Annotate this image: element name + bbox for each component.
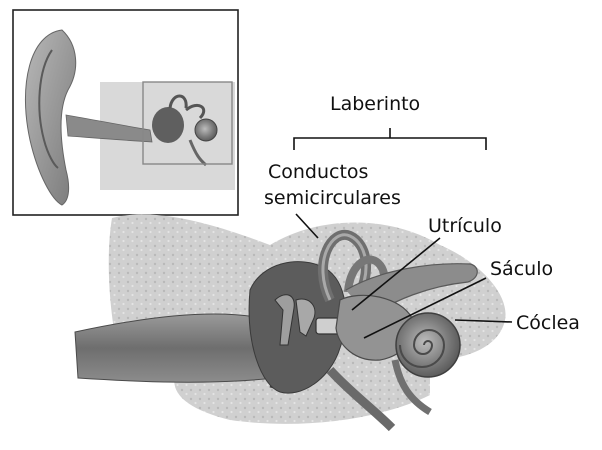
cochlea: [396, 313, 460, 377]
label-conductos-line1: Conductos: [268, 161, 368, 183]
label-saculo: Sáculo: [490, 258, 553, 280]
inset-overview: [13, 10, 238, 215]
ear-canal: [75, 314, 275, 382]
laberinto-bracket: [294, 128, 486, 150]
label-laberinto: Laberinto: [330, 93, 420, 115]
main-cross-section: [75, 214, 506, 428]
inset-cochlea: [195, 119, 217, 141]
label-conductos-line2: semicirculares: [264, 187, 401, 209]
inset-middle-ear: [152, 107, 184, 143]
label-coclea: Cóclea: [516, 312, 580, 334]
label-utriculo: Utrículo: [428, 215, 502, 237]
